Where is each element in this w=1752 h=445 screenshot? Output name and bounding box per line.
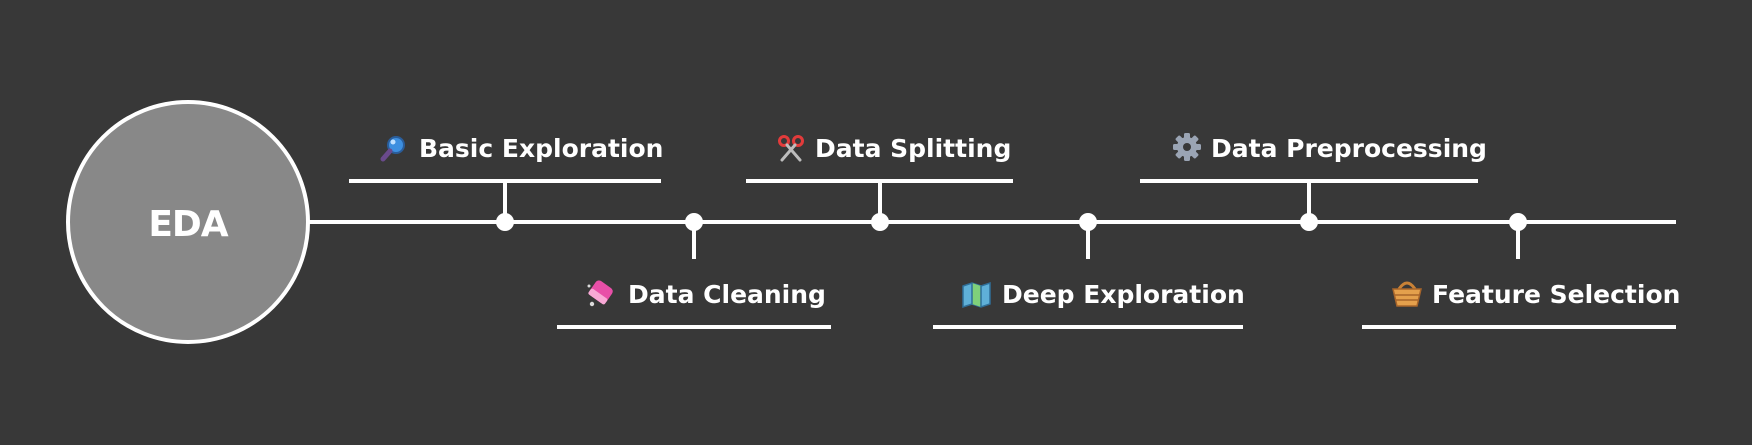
step-data-cleaning: Data Cleaning bbox=[557, 213, 831, 329]
step-label: Feature Selection bbox=[1432, 280, 1680, 309]
step-deep-exploration: Deep Exploration bbox=[933, 213, 1245, 329]
step-label: Basic Exploration bbox=[419, 134, 663, 163]
step-basic-exploration: Basic Exploration bbox=[349, 134, 663, 231]
eda-circle bbox=[66, 100, 310, 344]
step-node-dot bbox=[1300, 213, 1318, 231]
scissors-icon bbox=[778, 135, 804, 162]
step-node-dot bbox=[871, 213, 889, 231]
eraser-icon bbox=[587, 280, 613, 307]
step-node-dot bbox=[496, 213, 514, 231]
eda-node: EDA bbox=[66, 100, 310, 344]
step-label: Deep Exploration bbox=[1002, 280, 1245, 309]
step-node-dot bbox=[1509, 213, 1527, 231]
eda-label: EDA bbox=[148, 204, 228, 245]
step-node-dot bbox=[1079, 213, 1097, 231]
magnifying-glass-icon bbox=[380, 136, 405, 162]
step-data-splitting: Data Splitting bbox=[746, 134, 1013, 231]
basket-icon bbox=[1392, 281, 1422, 307]
step-label: Data Preprocessing bbox=[1211, 134, 1487, 163]
step-feature-selection: Feature Selection bbox=[1362, 213, 1680, 329]
step-node-dot bbox=[685, 213, 703, 231]
step-data-preprocessing: Data Preprocessing bbox=[1140, 133, 1487, 231]
step-label: Data Splitting bbox=[815, 134, 1011, 163]
map-icon bbox=[962, 281, 991, 309]
gear-icon bbox=[1173, 133, 1201, 161]
step-label: Data Cleaning bbox=[628, 280, 826, 309]
